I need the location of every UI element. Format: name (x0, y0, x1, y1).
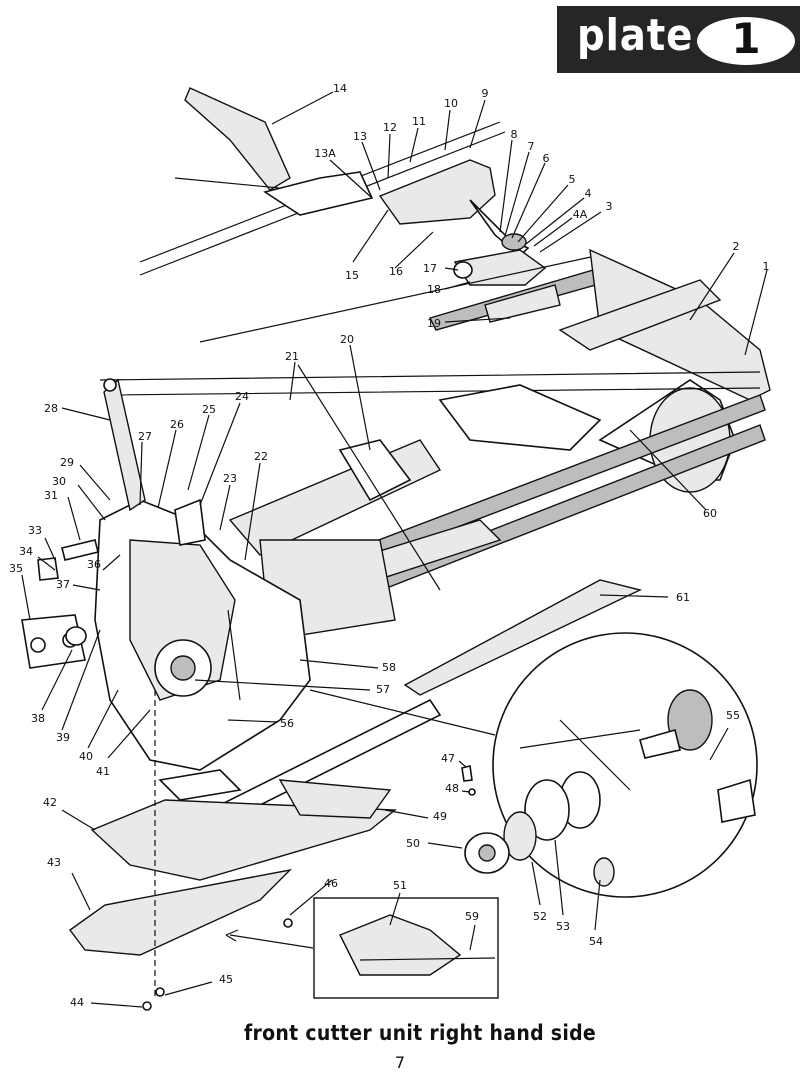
callout-37: 37 (56, 578, 70, 591)
callout-46: 46 (324, 877, 338, 890)
callout-8: 8 (511, 128, 518, 141)
callout-4: 4 (585, 187, 592, 200)
callout-18: 18 (427, 283, 441, 296)
cutter-bar-assembly (69, 579, 643, 1011)
blade-detail-inset (225, 897, 499, 999)
callout-21: 21 (285, 350, 299, 363)
callout-16: 16 (389, 265, 403, 278)
callout-5: 5 (569, 173, 576, 186)
callout-22: 22 (254, 450, 268, 463)
callout-13a: 13A (314, 147, 336, 160)
callout-38: 38 (31, 712, 45, 725)
callout-30: 30 (52, 475, 66, 488)
callout-39: 39 (56, 731, 70, 744)
callout-51: 51 (393, 879, 407, 892)
page-number: 7 (394, 1053, 406, 1072)
callout-54: 54 (589, 935, 603, 948)
callout-48: 48 (445, 782, 459, 795)
callout-60: 60 (703, 507, 717, 520)
callout-7: 7 (528, 140, 535, 153)
callout-23: 23 (223, 472, 237, 485)
callout-27: 27 (138, 430, 152, 443)
callout-labels: 1 2 3 4 4A 5 6 7 8 9 10 11 12 13 13A 14 … (9, 82, 770, 1009)
callout-44: 44 (70, 996, 84, 1009)
callout-45: 45 (219, 973, 233, 986)
callout-1: 1 (763, 260, 770, 273)
callout-57: 57 (376, 683, 390, 696)
side-plate-assembly (21, 378, 311, 771)
callout-4a: 4A (573, 208, 588, 221)
callout-24: 24 (235, 390, 249, 403)
callout-19: 19 (427, 317, 441, 330)
callout-25: 25 (202, 403, 216, 416)
figure-caption: front cutter unit right hand side (243, 1021, 597, 1045)
plate-number-badge (697, 17, 795, 65)
callout-47: 47 (441, 752, 455, 765)
callout-56: 56 (280, 717, 294, 730)
callout-31: 31 (44, 489, 58, 502)
callout-49: 49 (433, 810, 447, 823)
callout-leaders (21, 91, 768, 1008)
callout-20: 20 (340, 333, 354, 346)
callout-43: 43 (47, 856, 61, 869)
callout-36: 36 (87, 558, 101, 571)
callout-3: 3 (606, 200, 613, 213)
callout-42: 42 (43, 796, 57, 809)
callout-13: 13 (353, 130, 367, 143)
callout-53: 53 (556, 920, 570, 933)
callout-2: 2 (733, 240, 740, 253)
callout-40: 40 (79, 750, 93, 763)
callout-34: 34 (19, 545, 33, 558)
plate-number: 1 (731, 14, 761, 63)
callout-52: 52 (533, 910, 547, 923)
callout-41: 41 (96, 765, 110, 778)
callout-14: 14 (333, 82, 347, 95)
callout-12: 12 (383, 121, 397, 134)
callout-6: 6 (543, 152, 550, 165)
cutter-frame (99, 248, 771, 641)
callout-26: 26 (170, 418, 184, 431)
callout-15: 15 (345, 269, 359, 282)
callout-58: 58 (382, 661, 396, 674)
callout-50: 50 (406, 837, 420, 850)
callout-17: 17 (423, 262, 437, 275)
callout-55: 55 (726, 709, 740, 722)
callout-33: 33 (28, 524, 42, 537)
callout-28: 28 (44, 402, 58, 415)
callout-11: 11 (412, 115, 426, 128)
callout-10: 10 (444, 97, 458, 110)
bearing-detail-inset (309, 632, 758, 898)
top-bracket-assembly (139, 87, 607, 343)
callout-9: 9 (482, 87, 489, 100)
callout-35: 35 (9, 562, 23, 575)
callout-59: 59 (465, 910, 479, 923)
callout-61: 61 (676, 591, 690, 604)
callout-29: 29 (60, 456, 74, 469)
plate-label: plate (577, 10, 694, 61)
